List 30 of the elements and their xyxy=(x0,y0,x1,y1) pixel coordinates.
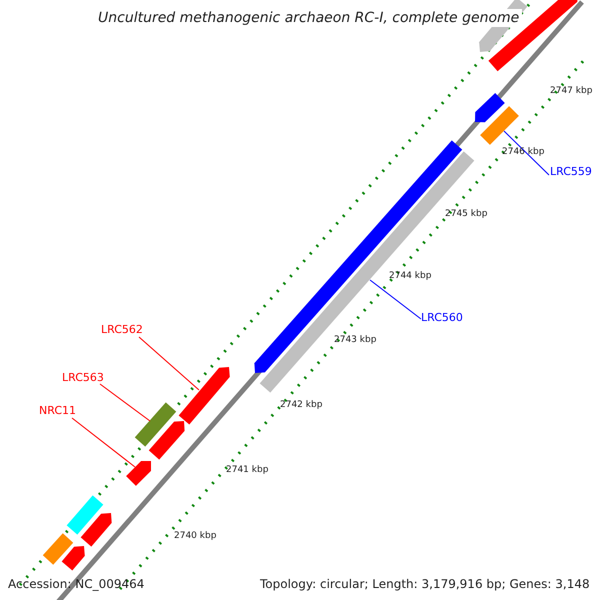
position-label: 2747 kbp xyxy=(550,86,592,96)
position-label: 2742 kbp xyxy=(280,400,322,410)
gene-bar xyxy=(148,421,185,460)
gene-label: LRC559 xyxy=(550,165,592,178)
gene-label: LRC562 xyxy=(101,323,143,336)
gene-label: LRC563 xyxy=(62,371,104,384)
leader-line xyxy=(370,280,422,320)
gene-bar xyxy=(80,513,112,547)
leader-line xyxy=(100,384,150,422)
gene-label: LRC560 xyxy=(421,311,463,324)
position-label: 2745 kbp xyxy=(445,209,488,219)
leader-line xyxy=(504,130,550,176)
gene-bar xyxy=(126,461,151,486)
gene-bar xyxy=(178,367,230,424)
gene-bar xyxy=(42,533,74,565)
position-label: 2743 kbp xyxy=(334,335,376,345)
gene-bar xyxy=(62,546,85,570)
gene-bar xyxy=(475,93,505,122)
gene-bar xyxy=(66,495,104,535)
gene-label: NRC11 xyxy=(39,404,76,417)
leader-line xyxy=(138,336,200,390)
position-label: 2744 kbp xyxy=(389,271,432,281)
leader-line xyxy=(72,418,136,468)
accession-text: Accession: NC_009464 xyxy=(8,577,144,591)
gene-bar xyxy=(134,402,176,447)
position-label: 2746 kbp xyxy=(502,147,544,157)
genome-summary-text: Topology: circular; Length: 3,179,916 bp; Genes: 3,148 xyxy=(260,577,590,591)
position-label: 2740 kbp xyxy=(174,531,216,541)
gene-bar xyxy=(480,106,519,145)
position-label: 2741 kbp xyxy=(226,465,268,475)
